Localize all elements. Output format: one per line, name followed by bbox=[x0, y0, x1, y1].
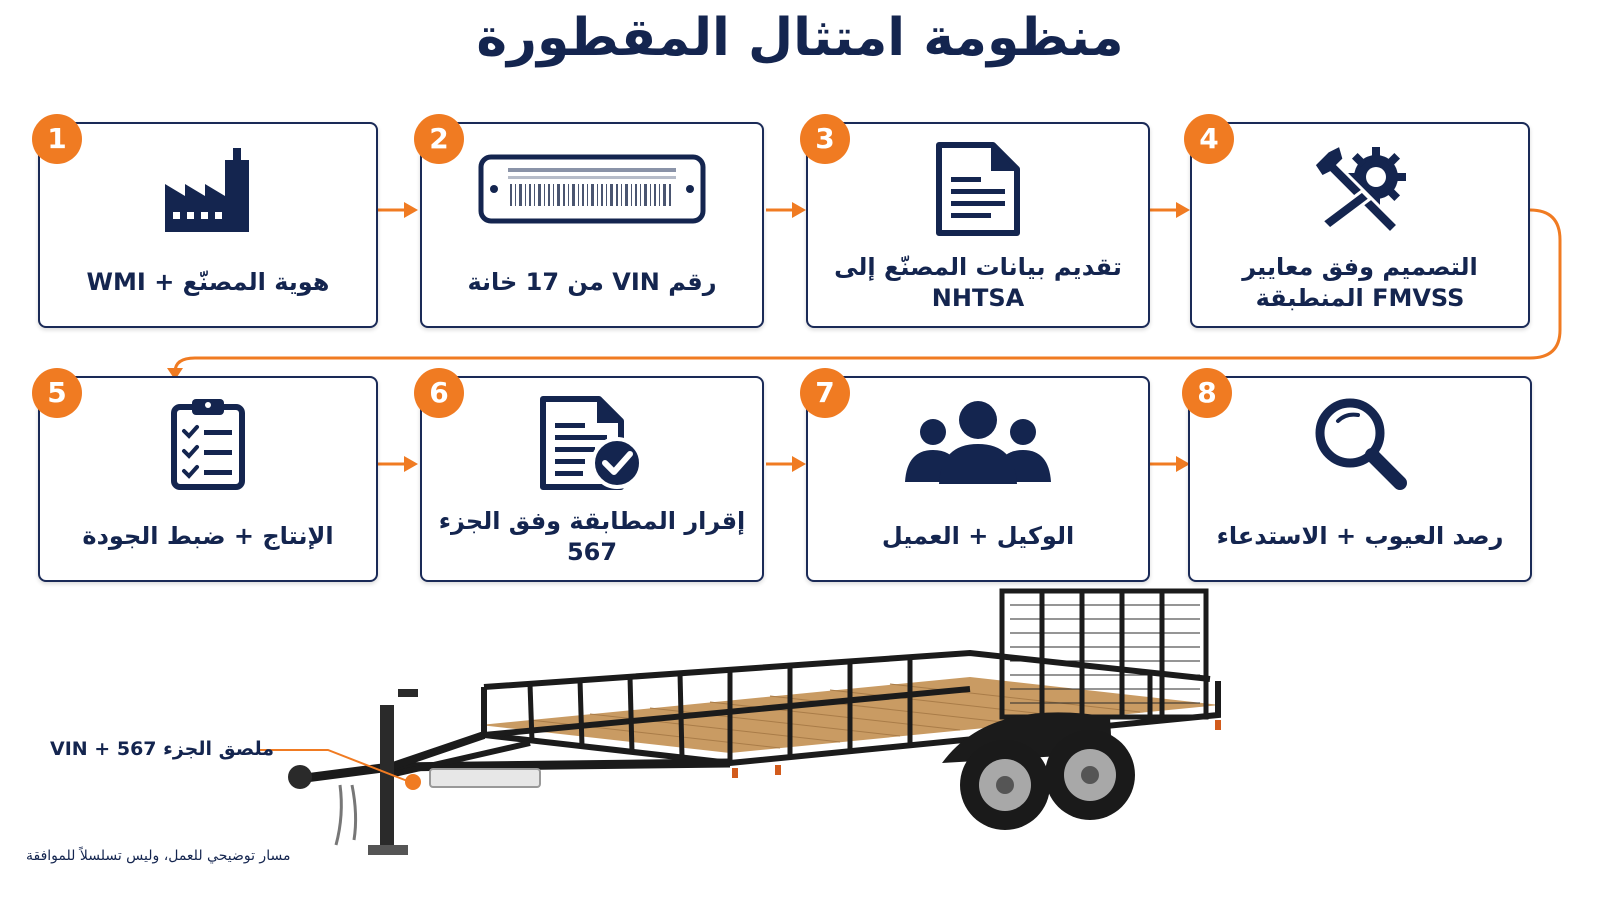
sticker-label: ملصق الجزء 567 + VIN bbox=[50, 738, 274, 760]
step-number-badge: 3 bbox=[800, 114, 850, 164]
step-label: تقديم بيانات المصنّع إلى NHTSA bbox=[834, 252, 1122, 312]
vin-plate-icon bbox=[422, 134, 762, 244]
step-number-badge: 4 bbox=[1184, 114, 1234, 164]
step-number-badge: 6 bbox=[414, 368, 464, 418]
step-card-5: 5 الإنتاج + ضبط الجودة bbox=[32, 368, 378, 582]
step-number-badge: 8 bbox=[1182, 368, 1232, 418]
step-label: الوكيل + العميل bbox=[881, 522, 1075, 551]
footnote: مسار توضيحي للعمل، وليس تسلسلاً للموافقة bbox=[26, 848, 291, 864]
step-card-2: 2 رقم VIN من 17 خانة bbox=[414, 114, 764, 328]
step-label: إقرار المطابقة وفق الجزء 567 bbox=[438, 506, 746, 566]
step-number-badge: 5 bbox=[32, 368, 82, 418]
document-icon bbox=[808, 134, 1148, 244]
people-group-icon bbox=[808, 388, 1148, 498]
clipboard-checklist-icon bbox=[40, 388, 376, 498]
step-label: الإنتاج + ضبط الجودة bbox=[82, 522, 334, 551]
step-label: هوية المصنّع + WMI bbox=[86, 268, 330, 297]
step-number-badge: 1 bbox=[32, 114, 82, 164]
sticker-marker bbox=[405, 774, 421, 790]
step-label: التصميم وفق معايير FMVSS المنطبقة bbox=[1242, 252, 1478, 312]
factory-icon bbox=[40, 134, 376, 244]
step-label: رقم VIN من 17 خانة bbox=[467, 268, 717, 297]
row-wrap-connector bbox=[173, 208, 1562, 373]
step-number-badge: 7 bbox=[800, 368, 850, 418]
page-title: منظومة امتثال المقطورة bbox=[476, 8, 1124, 68]
step-card-8: 8 رصد العيوب + الاستدعاء bbox=[1182, 368, 1532, 582]
step-card-6: 6 إقرار المطابقة وفق الجزء 567 bbox=[414, 368, 764, 582]
step-label: رصد العيوب + الاستدعاء bbox=[1216, 522, 1504, 551]
magnifier-icon bbox=[1190, 388, 1530, 498]
document-check-icon bbox=[422, 388, 762, 498]
utility-trailer-illustration bbox=[288, 588, 1221, 855]
step-card-3: 3 تقديم بيانات المصنّع إلى NHTSA bbox=[800, 114, 1150, 328]
step-number-badge: 2 bbox=[414, 114, 464, 164]
step-card-4: 4 التصميم وفق معايير FMVSS المنطبقة bbox=[1184, 114, 1530, 328]
wrench-gear-icon bbox=[1192, 134, 1528, 244]
step-card-7: 7 الوكيل + العميل bbox=[800, 368, 1150, 582]
step-card-1: 1 هوية المصنّع + WMI bbox=[32, 114, 378, 328]
